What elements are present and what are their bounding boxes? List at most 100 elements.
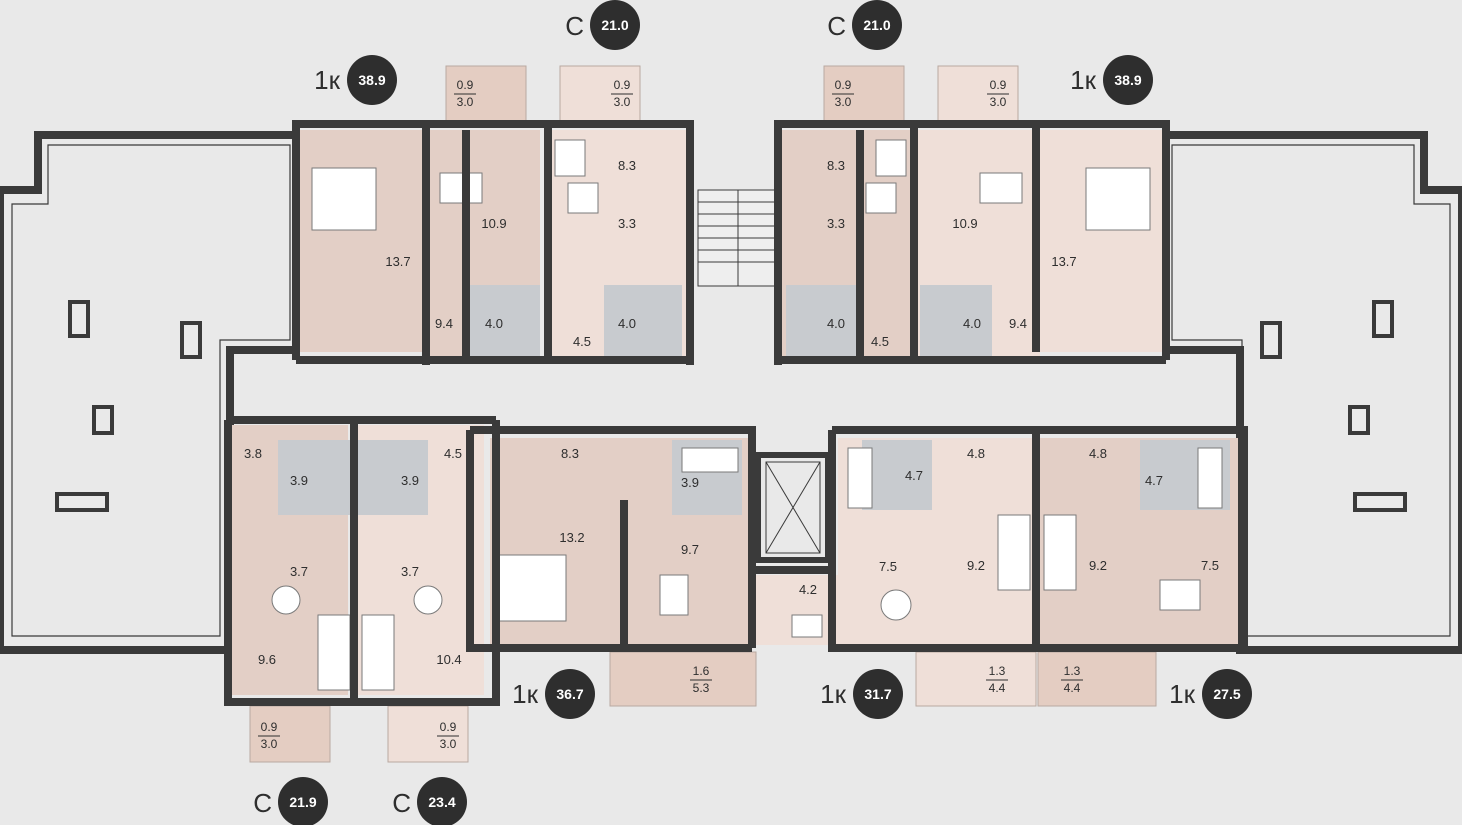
room-area: 4.8	[1089, 446, 1107, 461]
room-area: 9.7	[681, 542, 699, 557]
room-area: 3.9	[290, 473, 308, 488]
room-area: 7.5	[1201, 558, 1219, 573]
room-area: 8.3	[827, 158, 845, 173]
room-area: 9.6	[258, 652, 276, 667]
balcony-label: 1.3 4.4	[986, 664, 1008, 695]
apartment-tag: С 21.0	[827, 0, 902, 50]
apartment-type: С	[392, 788, 411, 818]
room-area: 3.7	[290, 564, 308, 579]
balconies-bottom	[249, 651, 1157, 763]
balcony-depth: 1.3	[989, 664, 1006, 678]
apartment-tags: 1к 38.9 С 21.0 С 21.0 1к 38.9 1к 36.7 1к…	[253, 0, 1252, 825]
balcony-length: 5.3	[693, 681, 710, 695]
room-area: 3.3	[618, 216, 636, 231]
apartment-type: 1к	[314, 65, 340, 95]
apartment-area: 21.0	[863, 17, 890, 33]
apartment-area: 38.9	[1114, 72, 1141, 88]
room-area: 3.8	[244, 446, 262, 461]
apartment-type: 1к	[512, 679, 538, 709]
balcony-label: 0.9 3.0	[832, 78, 854, 109]
apartment-type: 1к	[820, 679, 846, 709]
room-area: 4.8	[967, 446, 985, 461]
balcony-depth: 0.9	[835, 78, 852, 92]
balcony-length: 3.0	[440, 737, 457, 751]
room-area: 9.2	[1089, 558, 1107, 573]
apartment-area: 38.9	[358, 72, 385, 88]
apartment-area: 21.9	[289, 794, 316, 810]
apartment-tag: 1к 38.9	[314, 55, 397, 105]
room-area: 4.0	[485, 316, 503, 331]
balcony-depth: 0.9	[261, 720, 278, 734]
room-area: 10.4	[436, 652, 461, 667]
room-area: 4.5	[444, 446, 462, 461]
room-area: 9.4	[435, 316, 453, 331]
room-area: 4.7	[905, 468, 923, 483]
room-area: 9.2	[967, 558, 985, 573]
apartment-tag: С 21.9	[253, 777, 328, 825]
balcony-length: 3.0	[990, 95, 1007, 109]
balcony-length: 3.0	[261, 737, 278, 751]
area-badge	[1103, 55, 1153, 105]
balcony-length: 3.0	[835, 95, 852, 109]
area-badge	[590, 0, 640, 50]
apartment-tag: 1к 36.7	[512, 669, 595, 719]
room-area: 10.9	[481, 216, 506, 231]
room-area: 4.0	[618, 316, 636, 331]
apartment-type: С	[565, 11, 584, 41]
room-area: 8.3	[618, 158, 636, 173]
balcony-length: 4.4	[1064, 681, 1081, 695]
room-area: 3.9	[401, 473, 419, 488]
apartment-tag: 1к 27.5	[1169, 669, 1252, 719]
area-badge	[1202, 669, 1252, 719]
room-area: 8.3	[561, 446, 579, 461]
room-area: 4.0	[963, 316, 981, 331]
room-labels: 13.7 10.9 9.4 4.0 8.3 3.3 4.5 4.0 8.3 3.…	[244, 158, 1219, 667]
room-area: 13.7	[1051, 254, 1076, 269]
balcony-length: 3.0	[457, 95, 474, 109]
room-area: 3.7	[401, 564, 419, 579]
balcony-label: 0.9 3.0	[454, 78, 476, 109]
apartment-area: 27.5	[1213, 686, 1240, 702]
apartment-tag: 1к 38.9	[1070, 55, 1153, 105]
area-badge	[347, 55, 397, 105]
walls	[224, 120, 1248, 706]
apartment-area: 21.0	[601, 17, 628, 33]
room-area: 4.2	[799, 582, 817, 597]
balcony-depth: 1.3	[1064, 664, 1081, 678]
room-area: 13.7	[385, 254, 410, 269]
balcony-depth: 1.6	[693, 664, 710, 678]
room-area: 3.9	[681, 475, 699, 490]
balcony-depth: 0.9	[990, 78, 1007, 92]
apartment-type: С	[827, 11, 846, 41]
room-area: 7.5	[879, 559, 897, 574]
terrace-columns	[55, 300, 1407, 512]
balcony-depth: 0.9	[614, 78, 631, 92]
balcony-label: 0.9 3.0	[258, 720, 280, 751]
apartment-tag: С 23.4	[392, 777, 467, 825]
balcony-label: 0.9 3.0	[987, 78, 1009, 109]
balcony-labels: 0.9 3.0 0.9 3.0 0.9 3.0 0.9 3.0 1.6 5.3 …	[258, 78, 1083, 751]
balcony-label: 1.3 4.4	[1061, 664, 1083, 695]
room-area: 9.4	[1009, 316, 1027, 331]
balcony-depth: 0.9	[440, 720, 457, 734]
furniture	[271, 139, 1223, 691]
area-badge	[545, 669, 595, 719]
apartment-tag: С 21.0	[565, 0, 640, 50]
room-area: 4.5	[573, 334, 591, 349]
room-area: 4.5	[871, 334, 889, 349]
balcony-depth: 0.9	[457, 78, 474, 92]
area-badge	[853, 669, 903, 719]
apartment-type: 1к	[1169, 679, 1195, 709]
room-area: 10.9	[952, 216, 977, 231]
apartment-area: 36.7	[556, 686, 583, 702]
room-area: 13.2	[559, 530, 584, 545]
apartment-type: 1к	[1070, 65, 1096, 95]
apartment-tag: 1к 31.7	[820, 669, 903, 719]
balcony-label: 0.9 3.0	[611, 78, 633, 109]
room-area: 4.0	[827, 316, 845, 331]
balcony-length: 4.4	[989, 681, 1006, 695]
area-badge	[278, 777, 328, 825]
room-area: 4.7	[1145, 473, 1163, 488]
balcony-label: 0.9 3.0	[437, 720, 459, 751]
